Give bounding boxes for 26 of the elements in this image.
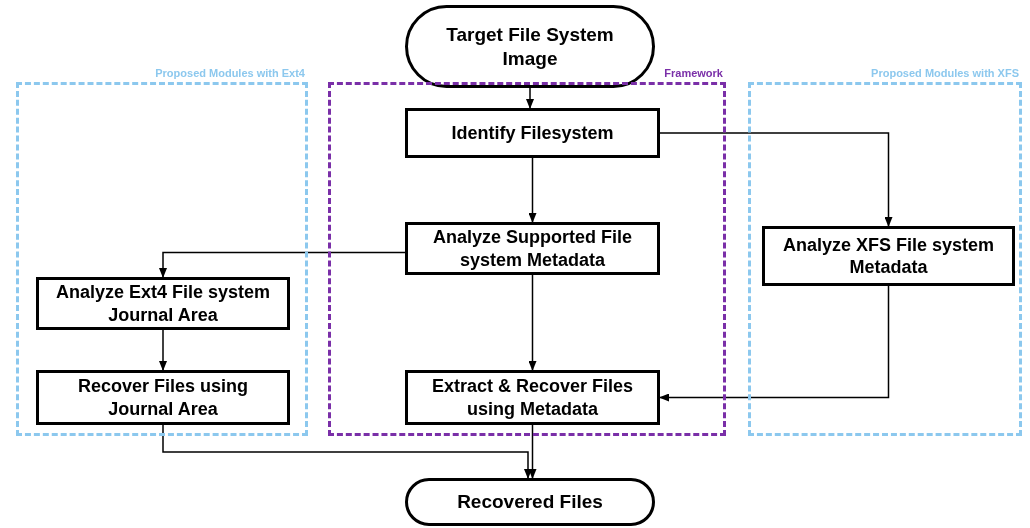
process-box xyxy=(405,222,660,275)
arrow xyxy=(528,274,537,371)
node-label: Extract & Recover Files using Metadata xyxy=(430,375,635,420)
process-box xyxy=(405,370,660,425)
process-box xyxy=(36,277,290,330)
node-label: Recover Files using Journal Area xyxy=(76,375,250,420)
node-label: Analyze Ext4 File system Journal Area xyxy=(54,281,272,326)
arrow xyxy=(528,157,537,223)
group-title: Proposed Modules with XFS xyxy=(871,67,1019,79)
node-label: Analyze XFS File system Metadata xyxy=(781,233,996,279)
process-box xyxy=(36,370,290,425)
process-box xyxy=(405,108,660,158)
node-label: Target File System Image xyxy=(445,22,615,71)
arrow xyxy=(159,251,406,278)
arrow xyxy=(159,329,167,371)
process-box xyxy=(762,226,1015,286)
arrow xyxy=(659,285,890,402)
group-title: Framework xyxy=(664,67,723,79)
arrow xyxy=(162,424,532,479)
node-label: Recovered Files xyxy=(457,490,603,514)
arrow xyxy=(659,132,893,227)
node-label: Identify Filesystem xyxy=(451,121,614,145)
node-label: Analyze Supported File system Metadata xyxy=(432,226,633,271)
arrow xyxy=(526,87,534,109)
group-title: Proposed Modules with Ext4 xyxy=(155,67,305,79)
arrow xyxy=(528,424,537,479)
